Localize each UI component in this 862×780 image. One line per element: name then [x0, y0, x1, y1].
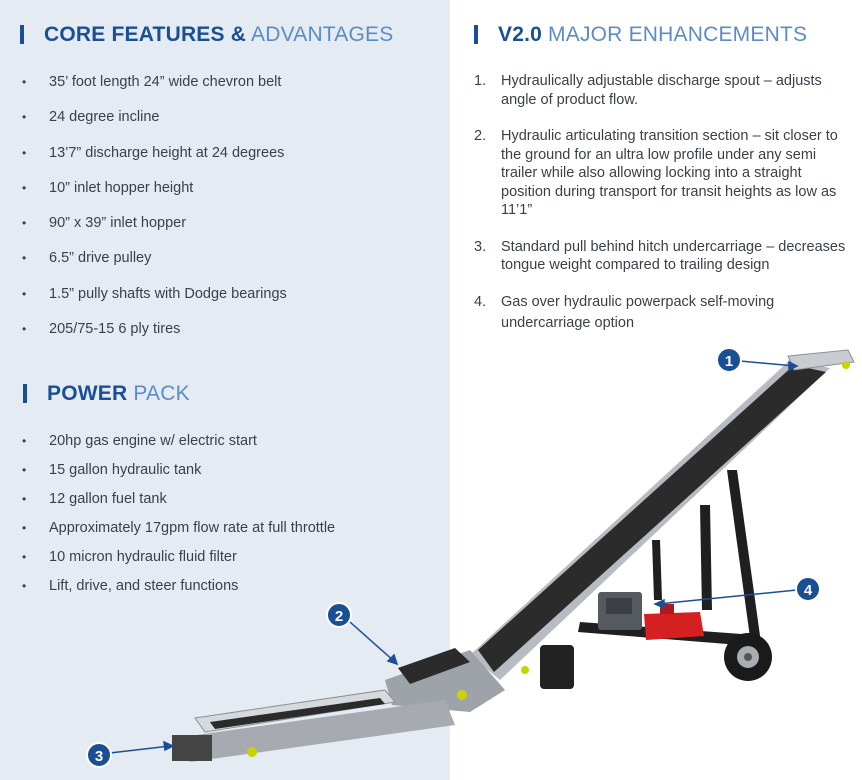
conveyor-drawing: [172, 349, 855, 762]
core-features-heading: CORE FEATURES & ADVANTAGES: [20, 22, 394, 48]
list-item: 13’7” discharge height at 24 degrees: [22, 144, 287, 179]
heading-accent-bar: [20, 25, 24, 44]
power-pack-list: 20hp gas engine w/ electric start 15 gal…: [22, 432, 335, 606]
item-number: 2.: [474, 128, 487, 144]
item-text: Standard pull behind hitch undercarriage…: [501, 238, 846, 274]
list-item: 4. Gas over hydraulic powerpack self-mov…: [474, 292, 821, 334]
list-item: 3. Standard pull behind hitch undercarri…: [474, 238, 852, 275]
heading-strong-text: CORE FEATURES &: [44, 23, 247, 46]
heading-light-text: ADVANTAGES: [251, 23, 394, 46]
list-item: 10 micron hydraulic fluid filter: [22, 548, 335, 577]
item-text: Gas over hydraulic powerpack self-moving…: [501, 293, 775, 331]
item-number: 4.: [474, 293, 487, 310]
list-item: 6.5” drive pulley: [22, 249, 287, 284]
callout-number: 3: [95, 748, 103, 765]
callout-badge-3: 3: [86, 742, 112, 768]
list-item: Approximately 17gpm flow rate at full th…: [22, 519, 335, 548]
list-item: 15 gallon hydraulic tank: [22, 461, 335, 490]
list-item: Lift, drive, and steer functions: [22, 577, 335, 606]
heading-strong-text: POWER: [47, 382, 128, 405]
callout-arrows: [109, 360, 799, 754]
power-pack-heading: POWER PACK: [23, 381, 190, 407]
list-item: 20hp gas engine w/ electric start: [22, 432, 335, 461]
list-item: 1. Hydraulically adjustable discharge sp…: [474, 72, 852, 109]
callout-number: 4: [804, 582, 813, 599]
callout-badge-2: 2: [326, 602, 352, 628]
list-item: 24 degree incline: [22, 108, 287, 143]
callout-badge-4: 4: [795, 576, 821, 602]
item-number: 3.: [474, 238, 487, 255]
enhancements-list: 1. Hydraulically adjustable discharge sp…: [474, 72, 852, 334]
item-text: Hydraulic articulating transition sectio…: [501, 128, 838, 218]
callout-number: 1: [725, 353, 733, 370]
item-number: 1.: [474, 73, 487, 89]
heading-light-text: PACK: [133, 382, 190, 405]
heading-strong-text: V2.0: [498, 23, 542, 46]
core-features-list: 35’ foot length 24” wide chevron belt 24…: [22, 73, 287, 355]
list-item: 12 gallon fuel tank: [22, 490, 335, 519]
item-text: Hydraulically adjustable discharge spout…: [501, 73, 822, 108]
heading-accent-bar: [474, 25, 478, 44]
heading-accent-bar: [23, 384, 27, 403]
list-item: 35’ foot length 24” wide chevron belt: [22, 73, 287, 108]
enhancements-heading: V2.0 MAJOR ENHANCEMENTS: [474, 22, 808, 48]
list-item: 90” x 39” inlet hopper: [22, 214, 287, 249]
heading-light-text: MAJOR ENHANCEMENTS: [548, 23, 808, 46]
list-item: 2. Hydraulic articulating transition sec…: [474, 127, 852, 220]
list-item: 205/75-15 6 ply tires: [22, 320, 287, 355]
list-item: 1.5” pully shafts with Dodge bearings: [22, 285, 287, 320]
list-item: 10” inlet hopper height: [22, 179, 287, 214]
callout-number: 2: [335, 608, 343, 625]
callout-badge-1: 1: [716, 347, 742, 373]
